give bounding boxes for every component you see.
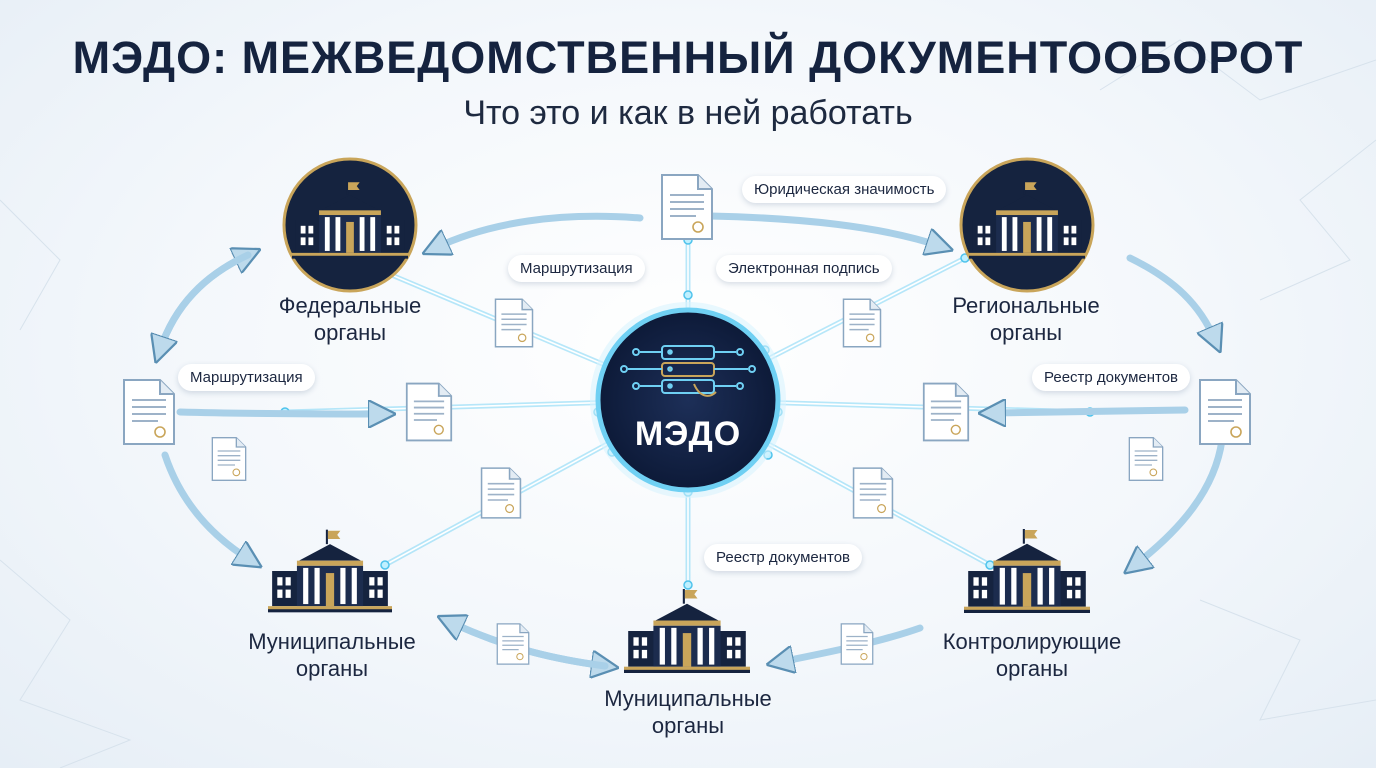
federal-building [282,157,418,293]
document-icon [480,467,522,519]
municipal-left-building-icon [268,529,392,613]
background-network [0,39,1376,768]
page-title: МЭДО: МЕЖВЕДОМСТВЕННЫЙ ДОКУМЕНТООБОРОТ [72,32,1304,83]
pill-registry-bottom: Реестр документов [704,544,863,571]
page-subtitle: Что это и как в ней работать [463,94,913,132]
document-icon [405,382,453,442]
arrow-right-inward [992,410,1189,413]
hub-label: МЭДО [634,415,742,453]
pill-routing-top: Маршрутизация [508,255,645,282]
control-building-icon [964,529,1090,613]
arrow-to-regional [706,212,940,246]
document-icon [842,298,882,348]
document-icon [496,623,530,665]
pill-routing-left: Маршрутизация [178,364,315,391]
hub-node[interactable] [590,302,786,498]
arrow-left-inward [176,412,382,414]
municipal-bottom-building-icon [624,589,750,673]
document-icon [122,378,176,446]
document-icon [211,436,247,482]
pill-e-signature: Электронная подпись [716,255,892,282]
server-network-icon [620,345,756,397]
arrow-to-municipal-left [161,451,250,560]
document-icon [840,623,874,665]
document-icon [660,173,714,241]
pill-legal-significance: Юридическая значимость [742,176,947,203]
document-icon [1128,436,1164,482]
arrow-regional-down [1126,254,1215,340]
document-icon [852,467,894,519]
document-icon [494,298,534,348]
regional-building [959,157,1095,293]
document-icon [922,382,970,442]
arrow-to-federal [435,212,644,248]
arrow-to-control [1135,436,1226,565]
document-icon [1198,378,1252,446]
pill-registry-right: Реестр документов [1032,364,1191,391]
